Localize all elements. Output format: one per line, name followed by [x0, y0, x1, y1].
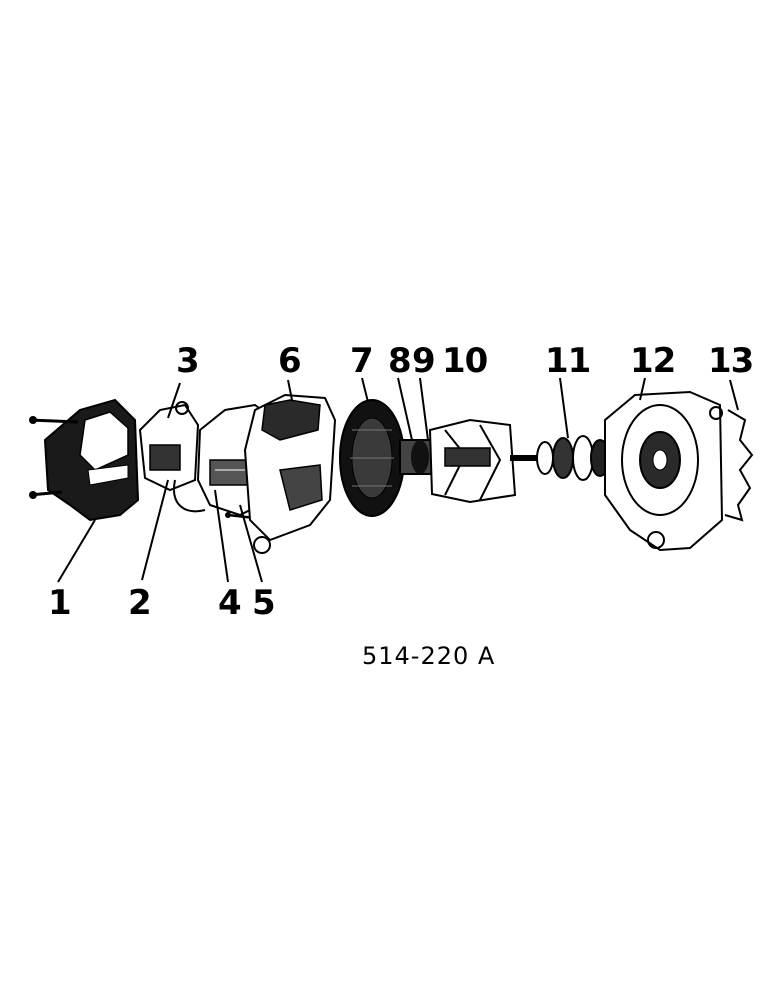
callout-11: 11 — [545, 341, 591, 381]
part-brush-holder — [138, 401, 206, 513]
callout-12: 12 — [630, 341, 676, 381]
part-fan — [724, 409, 754, 522]
callout-9: 9 — [412, 341, 436, 381]
part-drive-end-frame — [604, 390, 724, 552]
part-rear-cover — [29, 398, 140, 522]
callout-7: 7 — [350, 341, 374, 381]
part-stator — [339, 399, 405, 517]
callout-3: 3 — [176, 341, 200, 381]
callout-1: 1 — [48, 583, 72, 623]
callout-4: 4 — [218, 583, 242, 623]
part-drive-end-bearing — [536, 435, 610, 481]
callout-10: 10 — [442, 341, 488, 381]
callout-8: 8 — [388, 341, 412, 381]
reference-number: 514-220 A — [362, 642, 496, 670]
callout-2: 2 — [128, 583, 152, 623]
part-rotor — [428, 418, 540, 504]
part-slip-ring-end-frame — [243, 393, 337, 554]
callout-13: 13 — [708, 341, 754, 381]
leader-lines — [57, 377, 739, 583]
callout-6: 6 — [278, 341, 302, 381]
callout-5: 5 — [252, 583, 276, 623]
